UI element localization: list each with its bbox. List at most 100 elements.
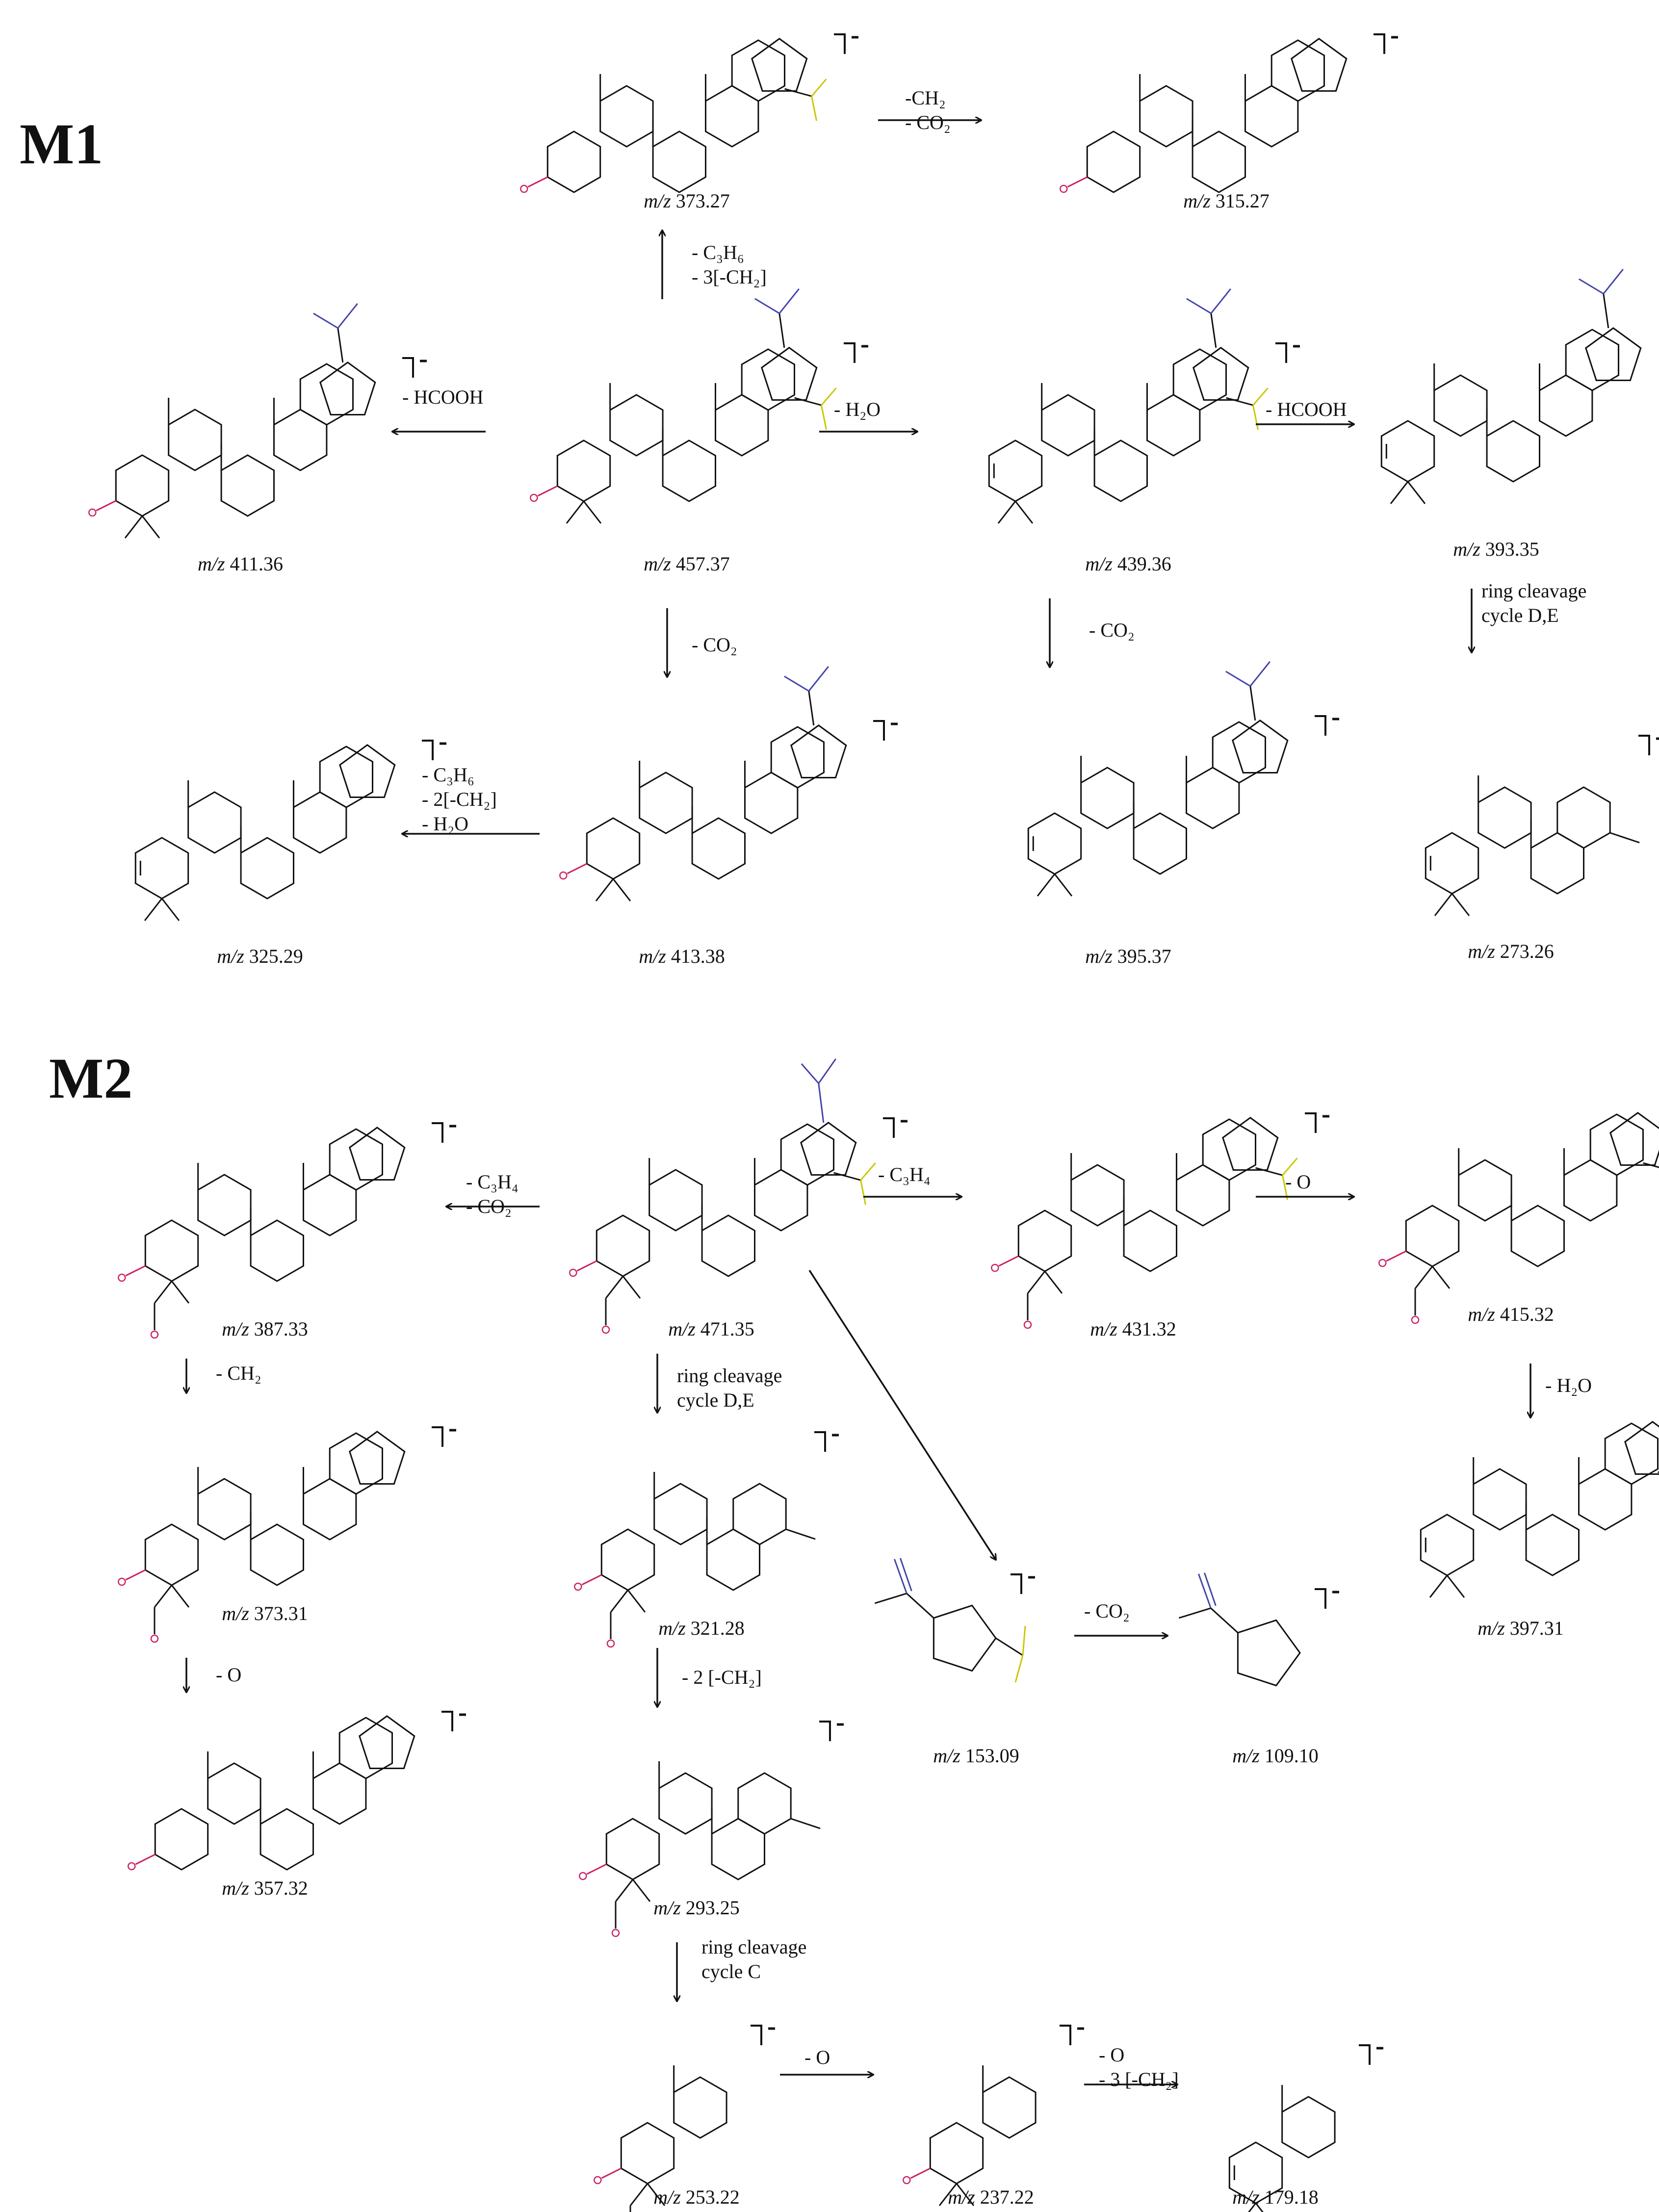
ring-bond (1380, 420, 1435, 483)
ring-bond (1080, 767, 1135, 829)
ring-bond (754, 1169, 808, 1232)
structure-c373_31 (118, 1426, 456, 1643)
loss-line: - C₃H₄ (466, 1171, 518, 1193)
structure-c393_35 (1380, 268, 1642, 504)
loss-line: - O (1099, 2044, 1125, 2066)
mz-prefix: m/z (653, 1897, 681, 1919)
mz-value: 325.29 (244, 945, 303, 967)
loss-line: cycle D,E (1481, 604, 1559, 626)
loss-line: - CO₂ (692, 634, 737, 656)
mz-label: m/z 109.10 (1232, 1746, 1319, 1766)
mz-prefix: m/z (644, 553, 671, 575)
loss-line: - CO₂ (905, 111, 951, 133)
ring-bond (1510, 1205, 1565, 1267)
mz-prefix: m/z (933, 1745, 960, 1767)
ring-bond (250, 1523, 304, 1586)
structure-c397_31 (1420, 1421, 1659, 1598)
ring-bond (312, 1762, 367, 1825)
loss-line: - 3[-CH₂] (692, 266, 767, 288)
mz-label: m/z 153.09 (933, 1746, 1019, 1766)
ring-bond (207, 1762, 261, 1825)
ring-bond (1433, 374, 1488, 437)
mz-value: 439.36 (1112, 553, 1171, 575)
ring-bond (115, 454, 170, 517)
loss-label-l18: - 2 [-CH₂] (682, 1665, 762, 1690)
mz-prefix: m/z (1453, 538, 1480, 560)
mz-value: 393.35 (1480, 538, 1539, 560)
mz-value: 293.25 (680, 1897, 740, 1919)
mz-prefix: m/z (1183, 190, 1211, 212)
ring-bond (706, 1528, 760, 1591)
ring-bond (1041, 394, 1095, 457)
ring-bond (653, 1483, 708, 1545)
ring-bond (596, 1214, 650, 1277)
loss-label-l3: - HCOOH (402, 385, 484, 410)
ring-bond (982, 2076, 1037, 2139)
loss-label-l5: - HCOOH (1266, 397, 1347, 422)
mz-prefix: m/z (1468, 1303, 1495, 1325)
mz-prefix: m/z (222, 1318, 249, 1340)
structure-c321_28 (574, 1431, 839, 1648)
mz-prefix: m/z (217, 945, 244, 967)
structure-c109_10 (1178, 1572, 1339, 1687)
ring-bond (187, 791, 242, 854)
ring-bond (744, 772, 799, 834)
loss-label-l2: - C₃H₆- 3[-CH₂] (692, 240, 767, 289)
ring-bond (1123, 1209, 1177, 1272)
mz-prefix: m/z (1468, 940, 1495, 962)
ring-bond (303, 1478, 357, 1541)
ring-bond (1017, 1209, 1072, 1272)
ring-bond (1486, 420, 1540, 483)
loss-line: - O (216, 1664, 242, 1686)
structure-c153_09 (874, 1558, 1035, 1683)
mz-value: 413.38 (666, 945, 725, 967)
ring-bond (1086, 130, 1141, 193)
mz-label: m/z 471.35 (668, 1319, 754, 1339)
ring-bond (1139, 85, 1193, 148)
mz-value: 387.33 (249, 1318, 308, 1340)
ring-bond (197, 1174, 252, 1236)
ring-bond (705, 85, 759, 148)
mz-value: 457.37 (671, 553, 730, 575)
mz-label: m/z 237.22 (948, 2187, 1034, 2207)
mz-prefix: m/z (644, 190, 671, 212)
loss-line: - 2[-CH₂] (422, 788, 497, 810)
mz-prefix: m/z (639, 945, 666, 967)
ring-bond (711, 1818, 765, 1880)
mz-prefix: m/z (668, 1318, 696, 1340)
ring-bond (1473, 1468, 1527, 1531)
ring-bond (220, 454, 275, 517)
ring-bond (168, 409, 222, 471)
ring-bond (620, 2122, 675, 2185)
structure-c325_29 (134, 740, 446, 921)
loss-line: - CO₂ (1089, 619, 1135, 641)
loss-label-l13: - CH₂ (216, 1361, 261, 1386)
loss-line: - C₃H₆ (422, 764, 474, 786)
structure-c357_32 (128, 1711, 466, 1871)
mz-value: 109.10 (1259, 1745, 1319, 1767)
mz-prefix: m/z (1085, 553, 1113, 575)
mz-label: m/z 357.32 (222, 1878, 308, 1898)
ring-bond (1176, 1164, 1230, 1227)
ring-bond (273, 409, 328, 471)
loss-label-l20: - O (804, 2045, 830, 2070)
structure-c387_33 (118, 1122, 456, 1339)
ring-bond (1420, 1514, 1475, 1576)
loss-line: ring cleavage (1481, 580, 1587, 602)
ring-bond (658, 1772, 713, 1835)
mz-prefix: m/z (1232, 1745, 1260, 1767)
mz-label: m/z 325.29 (217, 947, 303, 966)
mz-prefix: m/z (1085, 945, 1113, 967)
section-title-m2: M2 (49, 1046, 133, 1110)
mz-label: m/z 253.22 (653, 2187, 740, 2207)
mz-value: 431.32 (1117, 1318, 1176, 1340)
mz-prefix: m/z (197, 553, 225, 575)
loss-label-l10: - C₃H₄- CO₂ (466, 1170, 518, 1219)
mz-label: m/z 457.37 (644, 554, 730, 574)
structure-c373_27 (520, 33, 858, 193)
ring-bond (144, 1523, 199, 1586)
structure-c293_25 (579, 1721, 844, 1937)
mz-prefix: m/z (222, 1602, 249, 1624)
mz-label: m/z 373.31 (222, 1604, 308, 1623)
mz-label: m/z 373.27 (644, 191, 730, 211)
